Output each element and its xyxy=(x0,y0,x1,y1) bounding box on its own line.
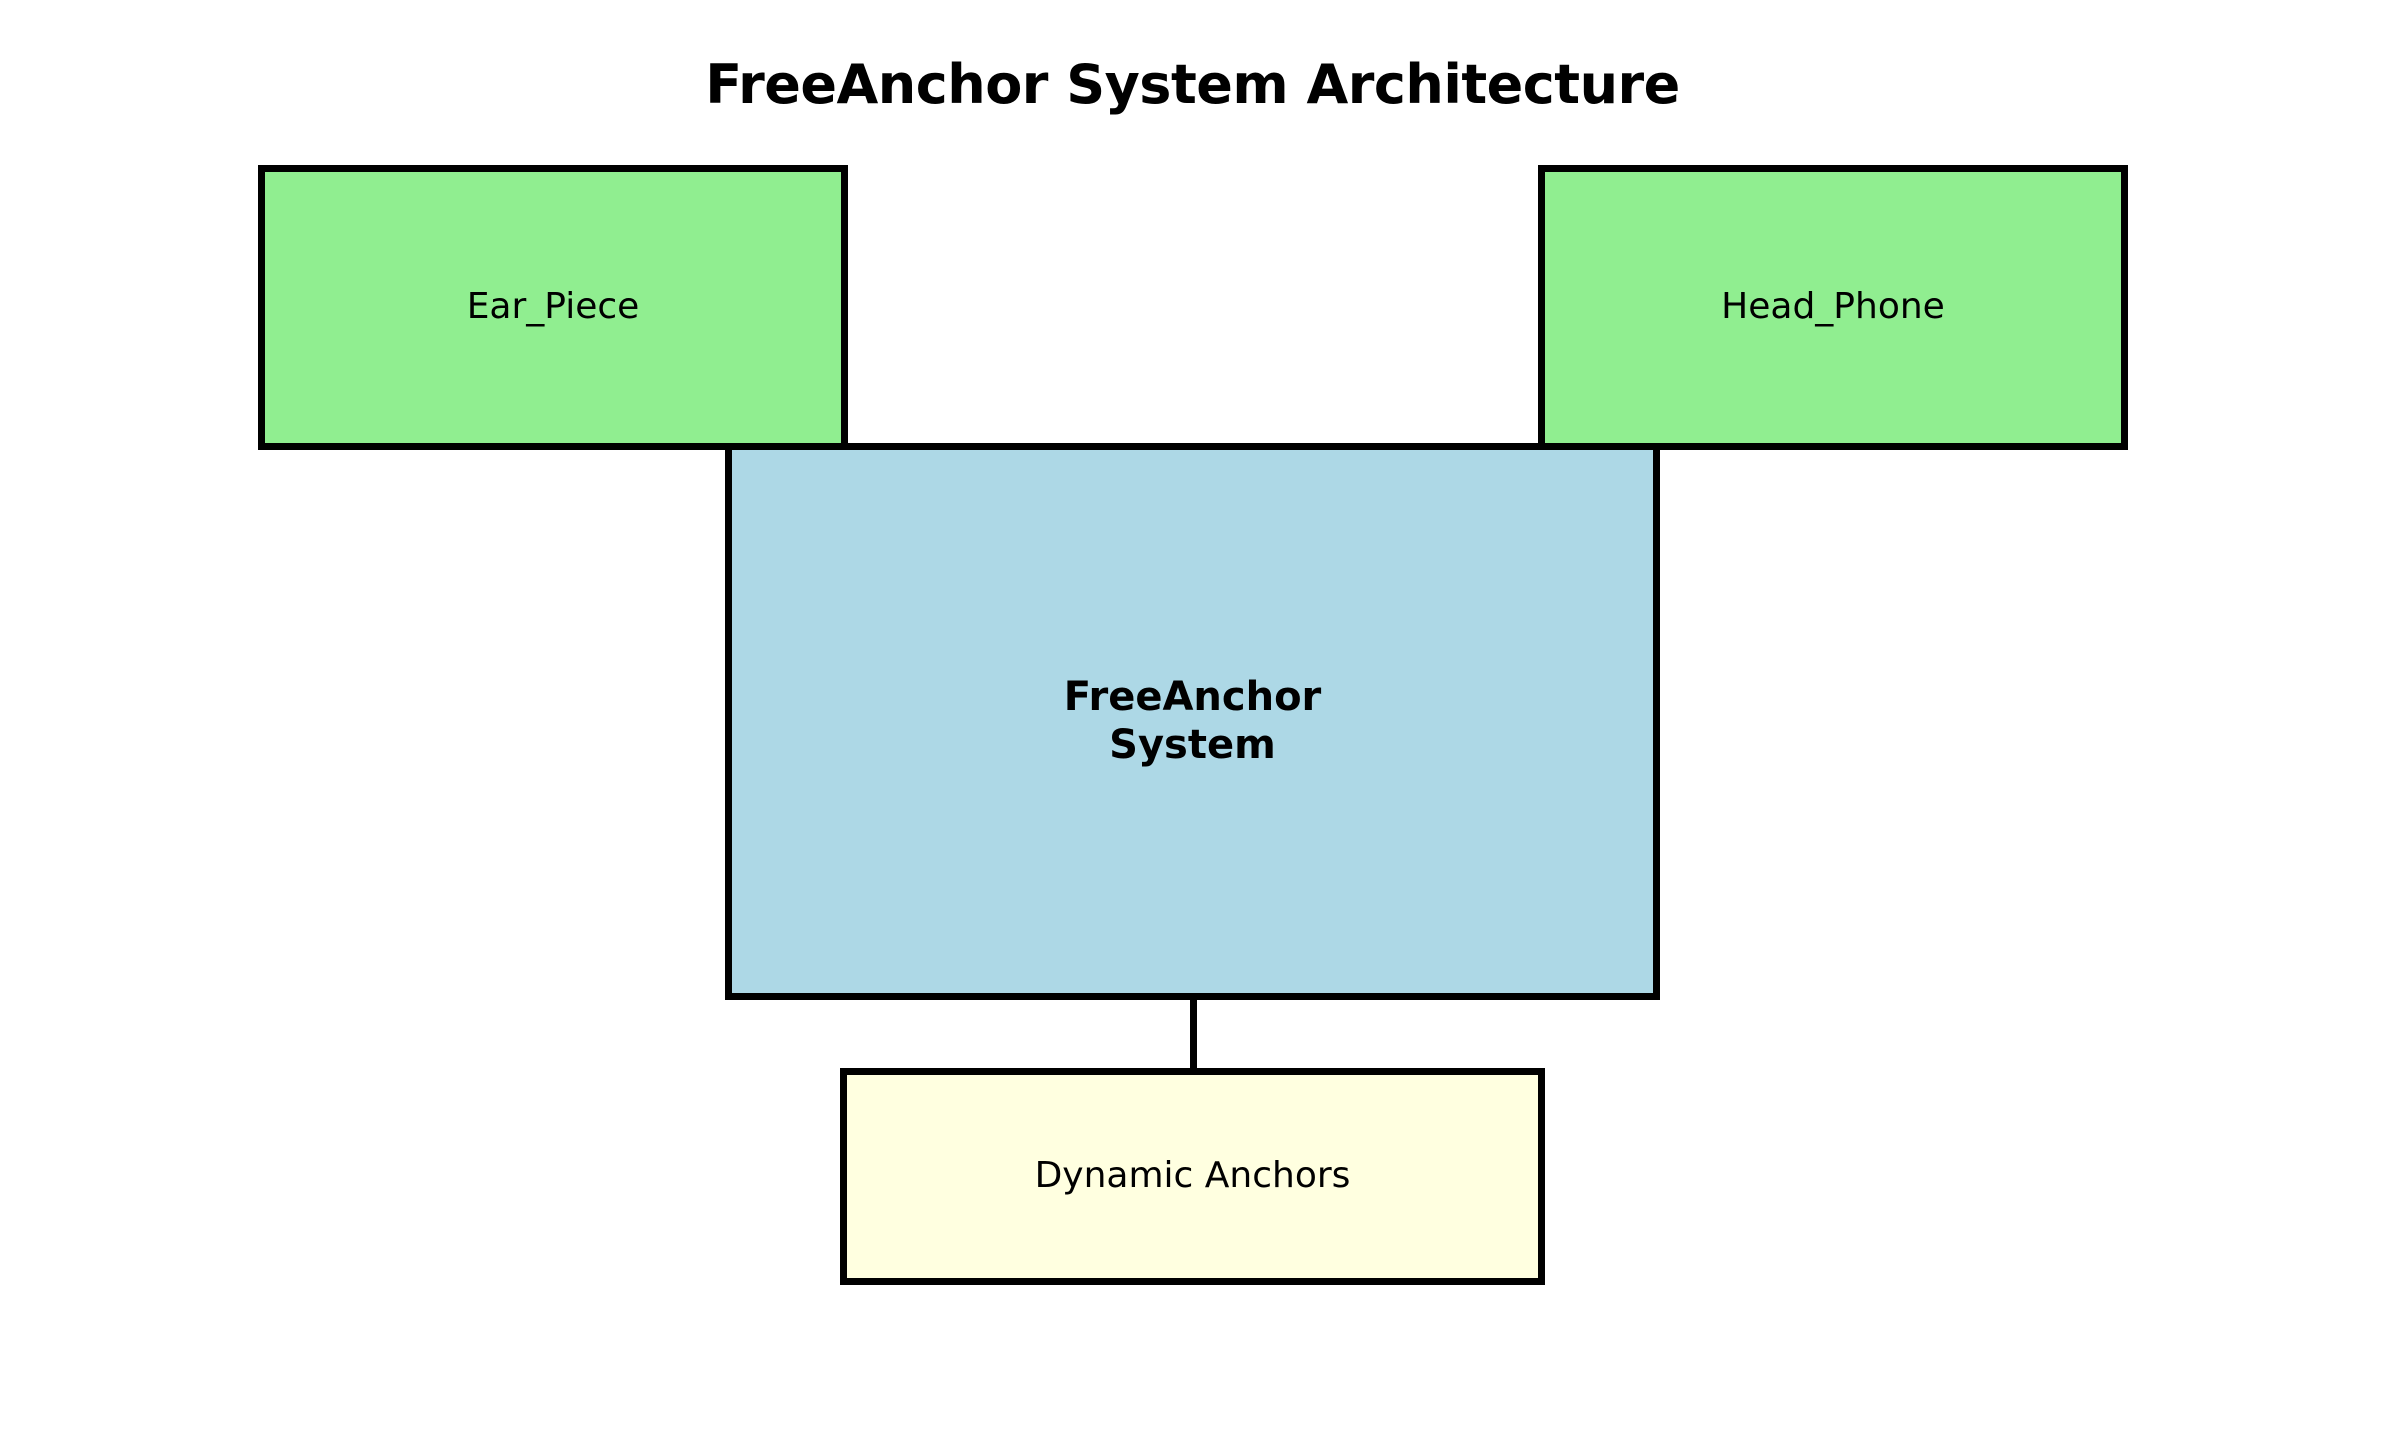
node-head-phone[interactable]: Head_Phone xyxy=(1538,165,2128,450)
node-freeanchor-system-label: FreeAnchor System xyxy=(1063,674,1322,768)
node-ear-piece-label: Ear_Piece xyxy=(466,286,640,328)
node-ear-piece[interactable]: Ear_Piece xyxy=(258,165,848,450)
node-dynamic-anchors[interactable]: Dynamic Anchors xyxy=(840,1068,1545,1285)
edge-system-to-dynamic-anchors xyxy=(1190,998,1197,1070)
node-dynamic-anchors-label: Dynamic Anchors xyxy=(1034,1155,1351,1197)
node-freeanchor-system[interactable]: FreeAnchor System xyxy=(725,443,1660,1000)
page-title: FreeAnchor System Architecture xyxy=(705,53,1680,116)
node-head-phone-label: Head_Phone xyxy=(1721,286,1945,328)
